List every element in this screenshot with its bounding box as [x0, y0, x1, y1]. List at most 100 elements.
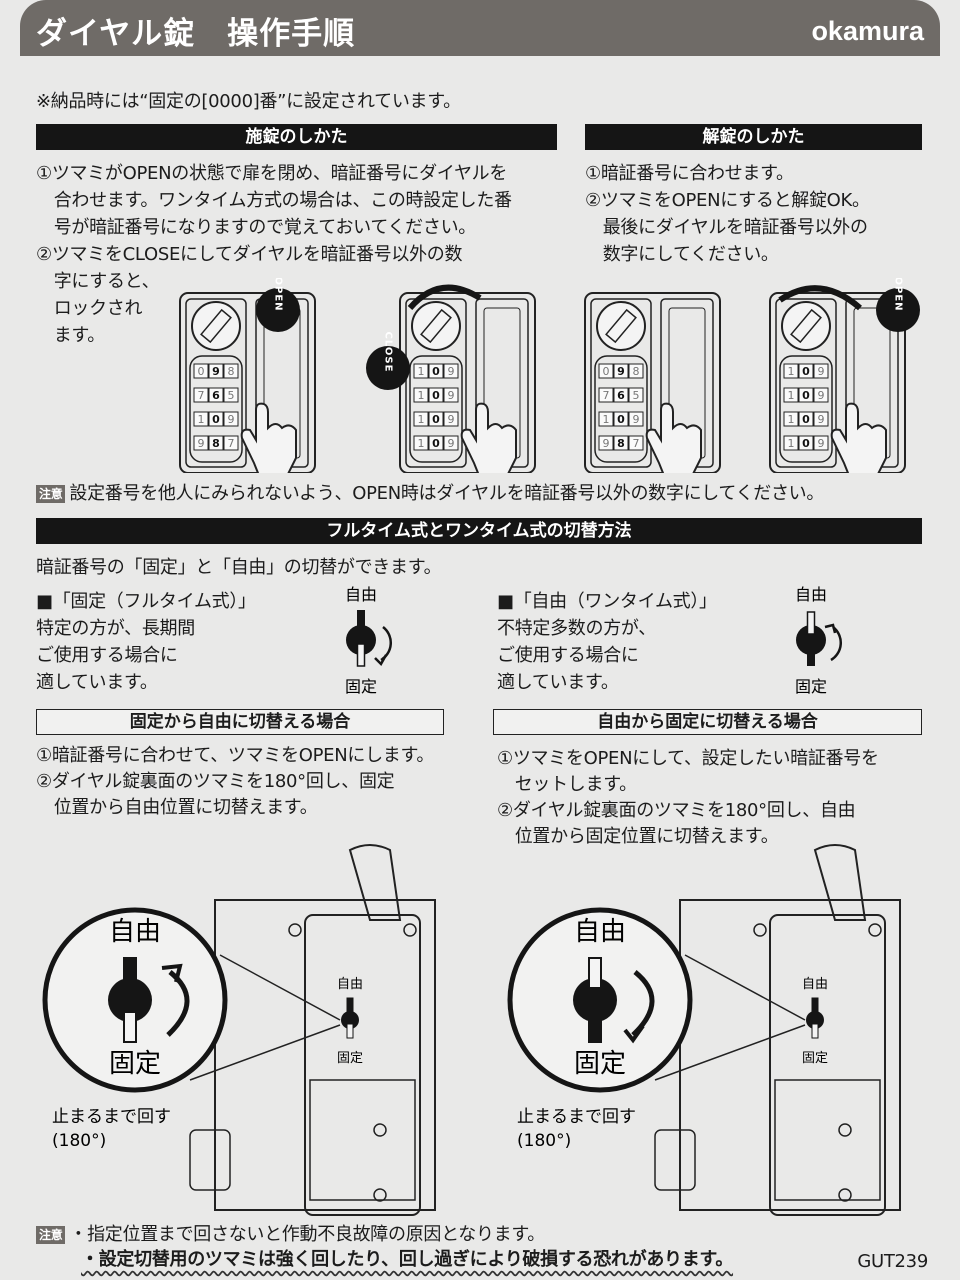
dial-cell [208, 411, 224, 427]
tag-bubble [366, 346, 410, 390]
lock-plate [590, 298, 652, 468]
dial-digit: 0 [198, 365, 205, 378]
dial-cell [223, 387, 239, 403]
dial-cell [813, 435, 829, 451]
dial-cell [813, 411, 829, 427]
hand-icon [645, 402, 702, 473]
dial-digit: 8 [617, 437, 625, 450]
dial-digit: 1 [603, 413, 610, 426]
dial-cell [413, 387, 429, 403]
step-line: ロックされ [36, 298, 143, 319]
knob-fixed-icon: 自由 固定 [345, 585, 393, 696]
rotation-arrow [407, 284, 482, 311]
back-plate [769, 914, 886, 1216]
dial-cell [428, 411, 444, 427]
small-knob [341, 1011, 359, 1029]
dial-cell [413, 363, 429, 379]
dial-cell [813, 387, 829, 403]
dial-digit: 1 [788, 389, 795, 402]
dial-cell [223, 363, 239, 379]
caution-text: 設定番号を他人にみられないよう、OPEN時はダイヤルを暗証番号以外の数字にしてく… [69, 483, 825, 504]
hand-icon [460, 402, 517, 473]
big-top-label: 自由 [574, 917, 626, 947]
unlocking-steps: ①暗証番号に合わせます。 ②ツマミをOPENにすると解錠OK。 最後にダイヤルを… [585, 160, 870, 268]
dial-digit: 9 [212, 365, 220, 378]
dial-cell [428, 387, 444, 403]
to-fixed-steps: ①ツマミをOPENにして、設定したい暗証番号を セットします。 ②ダイヤル錠裏面… [497, 746, 879, 850]
dial-cell [598, 411, 614, 427]
dial-digit: 0 [432, 365, 440, 378]
unlocking-heading: 解錠のしかた [585, 124, 922, 150]
dial-digit: 9 [818, 365, 825, 378]
step-line: 位置から自由位置に切替えます。 [36, 797, 318, 818]
dial-digit: 0 [432, 413, 440, 426]
small-knob-bar [346, 1023, 354, 1039]
step-line: 合わせます。ワンタイム方式の場合は、この時設定した番 [36, 190, 512, 211]
close-tag-label: CLOSE [383, 332, 394, 373]
fixed-mode-title: ■「固定（フルタイム式）」 [36, 591, 256, 612]
dial-digit: 9 [228, 413, 235, 426]
lock-frame [179, 292, 316, 473]
step-line: ②ツマミをOPENにすると解錠OK。 [585, 190, 870, 211]
dial-digit: 9 [448, 365, 455, 378]
hand-icon [830, 402, 887, 473]
dial-digit: 1 [418, 365, 425, 378]
dial-cell [208, 387, 224, 403]
dial-cell [598, 363, 614, 379]
dial-digit: 7 [198, 389, 205, 402]
dial-cell [613, 411, 629, 427]
big-knob-bar [123, 957, 137, 989]
dial-digit: 8 [212, 437, 220, 450]
dial-digit: 1 [788, 365, 795, 378]
dial-digit: 1 [198, 413, 205, 426]
mechanism-box [774, 1079, 881, 1201]
hand-icon [240, 402, 297, 473]
dial-digit: 9 [617, 365, 625, 378]
caution-2: 注意・指定位置まで回さないと作動不良故障の原因となります。 ・設定切替用のツマミ… [36, 1222, 733, 1272]
dial-digit: 0 [212, 413, 220, 426]
screw-icon [288, 923, 302, 937]
dial-housing [189, 355, 243, 463]
dial-housing [409, 355, 463, 463]
desc-line: 適しています。 [36, 672, 158, 693]
dial-cell [613, 435, 629, 451]
big-knob [573, 978, 617, 1022]
dial-digit: 9 [198, 437, 205, 450]
knob-grip [790, 308, 822, 344]
small-knob-bar [811, 1023, 819, 1039]
latch-outline [348, 844, 402, 921]
knob-bottom-label: 固定 [345, 677, 377, 696]
step-line: 最後にダイヤルを暗証番号以外の [585, 217, 868, 238]
desc-line: ご使用する場合に [497, 645, 639, 666]
dial-digit: 9 [448, 437, 455, 450]
screw-icon [403, 923, 417, 937]
dial-cell [628, 411, 644, 427]
dial-digit: 5 [633, 389, 640, 402]
dial-digit: 7 [603, 389, 610, 402]
small-bottom-label: 固定 [337, 1051, 363, 1066]
step-line: ①暗証番号に合わせて、ツマミをOPENにします。 [36, 745, 435, 766]
knob-grip [420, 308, 452, 344]
step-line: ①ツマミをOPENにして、設定したい暗証番号を [497, 748, 879, 769]
desc-line: ご使用する場合に [36, 645, 178, 666]
brand-logo: okamura [811, 16, 924, 46]
dial-digit: 6 [617, 389, 625, 402]
dial-cell [193, 411, 209, 427]
dial-digit: 8 [228, 365, 235, 378]
big-bottom-label: 固定 [109, 1049, 161, 1079]
dial-digit: 7 [633, 437, 640, 450]
lock-plate [405, 298, 467, 468]
dial-digit: 1 [418, 389, 425, 402]
dial-cell [223, 435, 239, 451]
dial-cell [598, 387, 614, 403]
dial-digit: 7 [228, 437, 235, 450]
knob-bottom-label: 固定 [795, 677, 827, 696]
side-handle [189, 1129, 231, 1191]
arrow-head [161, 963, 183, 983]
dial-cell [628, 435, 644, 451]
